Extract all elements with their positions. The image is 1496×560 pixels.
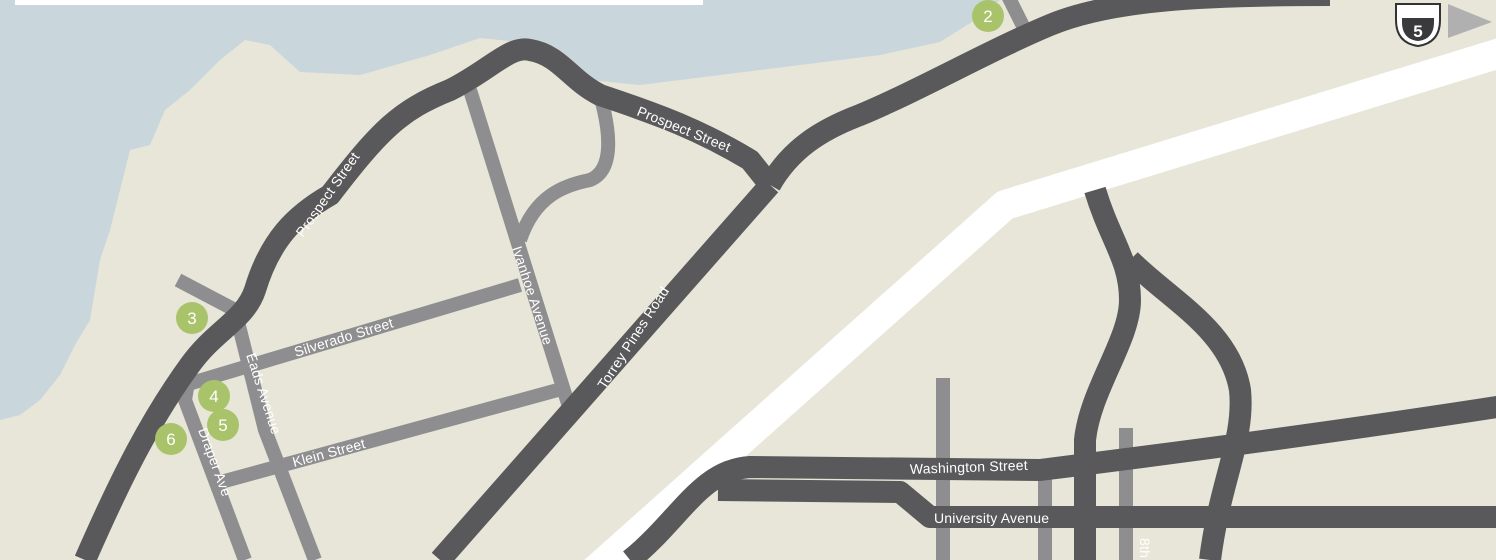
road-torrey-pines-road xyxy=(431,177,779,560)
road-silverado-street xyxy=(182,278,523,392)
road-eads-avenue xyxy=(174,273,322,560)
marker-2-label: 2 xyxy=(983,7,992,26)
marker-4-label: 4 xyxy=(209,387,218,406)
road-i5-east-ramp xyxy=(1122,252,1252,560)
marker-6-label: 6 xyxy=(166,430,175,449)
road-washington-street xyxy=(623,396,1496,560)
overlay-panel-edge xyxy=(15,0,703,5)
marker-3-label: 3 xyxy=(187,309,196,328)
interstate-shield-icon: 5 xyxy=(1395,3,1441,48)
marker-5[interactable]: 5 xyxy=(207,409,239,441)
marker-2[interactable]: 2 xyxy=(972,0,1004,32)
road-torrey-pines-north xyxy=(760,0,1331,191)
label-washington-street: Washington Street xyxy=(910,457,1029,477)
highway-band xyxy=(584,38,1496,560)
road-ivanhoe-avenue xyxy=(463,87,577,413)
road-klein-street xyxy=(208,381,567,492)
road-ivanhoe-spur xyxy=(513,93,616,243)
marker-6[interactable]: 6 xyxy=(155,423,187,455)
road-i5-west-ramp xyxy=(1074,186,1141,560)
road-prospect-street xyxy=(74,38,779,560)
major-roads xyxy=(74,0,1496,560)
water-area xyxy=(0,0,1000,420)
marker-5-label: 5 xyxy=(218,416,227,435)
label-8th: 8th xyxy=(1137,538,1153,558)
label-university-avenue: University Avenue xyxy=(934,510,1049,526)
marker-4[interactable]: 4 xyxy=(198,380,230,412)
marker-3[interactable]: 3 xyxy=(176,302,208,334)
direction-arrow-icon xyxy=(1448,4,1492,38)
interstate-number: 5 xyxy=(1413,22,1422,41)
